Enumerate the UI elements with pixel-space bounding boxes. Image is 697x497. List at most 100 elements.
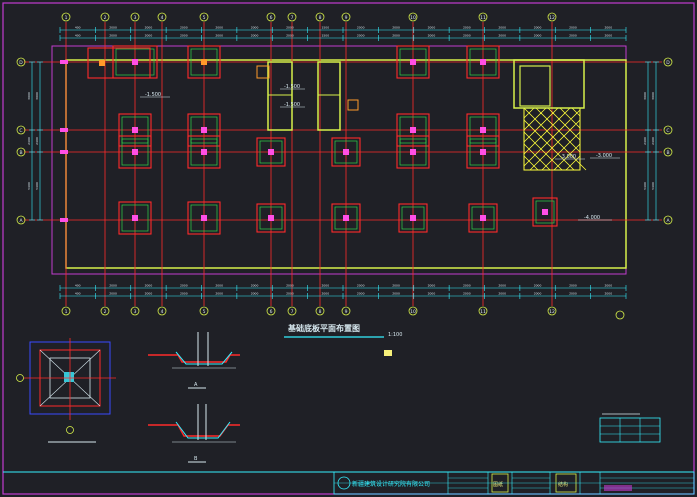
level-label: -4.000 (584, 215, 600, 221)
dim-bottom-2-label: 2000 (463, 292, 471, 296)
level-label: -1.500 (284, 84, 300, 90)
grid-label-left: B (19, 150, 22, 156)
grid-label-top: 2 (104, 15, 107, 21)
column-footing (256, 137, 286, 167)
grid-label-top: 5 (203, 15, 206, 21)
dim-top-2-label: 2000 (251, 34, 259, 38)
edge-pile-marker (60, 150, 68, 154)
dim-top-2-label: 2000 (428, 34, 436, 38)
column-footing (331, 137, 361, 167)
grid-bubble-bottom (61, 306, 71, 316)
grid-bubble-top (315, 12, 325, 22)
grid-label-bottom: 2 (104, 309, 107, 315)
grid-bubble-right (663, 215, 673, 225)
column-footing (466, 45, 500, 79)
dim-top-label: 2000 (604, 26, 612, 30)
footing-detail-plan (16, 338, 116, 443)
dim-bottom-2-label: 2000 (534, 292, 542, 296)
grid-label-bottom: 11 (480, 309, 486, 315)
dim-top-label: 2000 (428, 26, 436, 30)
grid-label-right: C (666, 128, 669, 134)
dim-right-label: 2400 (643, 137, 647, 145)
grid-bubble-bottom (341, 306, 351, 316)
column-footing (118, 113, 152, 147)
grid-label-bottom: 4 (161, 309, 164, 315)
dim-bottom-label: 2000 (251, 284, 259, 288)
grid-bubble-bottom (266, 306, 276, 316)
dim-top-label: 400 (75, 26, 81, 30)
column-footing (396, 45, 430, 79)
grid-label-bottom: 7 (291, 309, 294, 315)
column-pile (99, 60, 105, 66)
column-pile (201, 149, 207, 155)
drawing-scale: 1:100 (388, 332, 402, 338)
footing-step (190, 204, 218, 232)
grid-label-top: 12 (549, 15, 555, 21)
dim-right-2-label: 3000 (651, 92, 655, 100)
footing-step (259, 140, 283, 164)
grid-bubble-top (100, 12, 110, 22)
column-pile (201, 127, 207, 133)
dim-bottom-label: 2000 (569, 284, 577, 288)
grid-label-left: A (19, 218, 23, 224)
dim-bottom-2-label: 2000 (321, 292, 329, 296)
footing-step (190, 116, 218, 144)
grid-bubble-top (408, 12, 418, 22)
grid-label-top: 9 (345, 15, 348, 21)
grid-label-right: B (666, 150, 669, 156)
dim-left-label: 3000 (27, 92, 31, 100)
dim-top-2-label: 2000 (145, 34, 153, 38)
column-pile (132, 149, 138, 155)
grid-label-top: 6 (270, 15, 273, 21)
dim-top-2-label: 2000 (569, 34, 577, 38)
column-pile (542, 209, 548, 215)
detail-b-label: B (194, 456, 198, 462)
dim-bottom-label: 400 (75, 284, 81, 288)
grid-bubble-bottom (130, 306, 140, 316)
column-footing (532, 197, 558, 227)
dim-bottom-label: 2000 (428, 284, 436, 288)
column-footing (466, 113, 500, 147)
grid-bubble-left (16, 125, 26, 135)
grid-bubble-top (478, 12, 488, 22)
drawing-title: 基础底板平面布置图 (287, 323, 360, 333)
grid-bubble-top (266, 12, 276, 22)
dim-top-label: 2000 (569, 26, 577, 30)
grid-bubble-left (16, 215, 26, 225)
grid-label-top: 1 (65, 15, 68, 21)
dim-bottom-label: 2000 (321, 284, 329, 288)
company-name: 新疆建筑设计研究院有限公司 (352, 480, 430, 488)
dim-bottom-label: 2000 (215, 284, 223, 288)
footing-step (121, 204, 149, 232)
footing-step (334, 206, 358, 230)
grid-bubble-bottom (157, 306, 167, 316)
column-footing (118, 135, 152, 169)
column-footing (398, 203, 428, 233)
grid-label-bottom: 1 (65, 309, 68, 315)
level-label: -1.500 (284, 102, 300, 108)
section-detail-b: B (148, 404, 240, 463)
grid-bubble-top (547, 12, 557, 22)
column-pile (343, 149, 349, 155)
footing-step (190, 48, 218, 76)
legend-table (599, 413, 661, 443)
dim-bottom-2-label: 2000 (357, 292, 365, 296)
column-footing (396, 113, 430, 147)
dim-top-2-label: 1500 (321, 34, 329, 38)
column-pile (410, 149, 416, 155)
footing-step (115, 48, 155, 76)
grid-label-top: 7 (291, 15, 294, 21)
grid-bubble-bottom (100, 306, 110, 316)
column-pile (132, 215, 138, 221)
grid-bubble-bottom (547, 306, 557, 316)
footing-step (469, 138, 497, 166)
column-pile (480, 127, 486, 133)
column-footing (187, 113, 221, 147)
dim-top-label: 2000 (180, 26, 188, 30)
footing-step (399, 116, 427, 144)
column-footing (187, 135, 221, 169)
grid-label-top: 10 (410, 15, 416, 21)
dim-bottom-label: 2000 (145, 284, 153, 288)
grid-bubble-bottom (478, 306, 488, 316)
dim-top-2-label: 2000 (392, 34, 400, 38)
